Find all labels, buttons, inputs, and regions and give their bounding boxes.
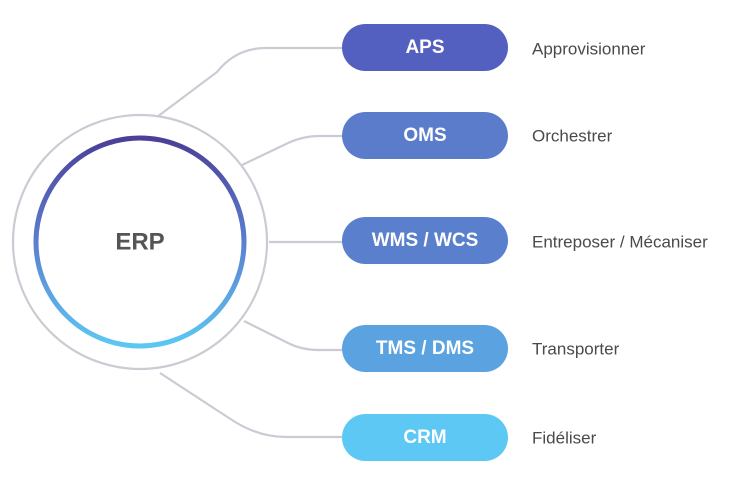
module-description: Fidéliser [532, 429, 597, 448]
connector-4 [159, 372, 342, 439]
module-aps: APS Approvisionner [342, 24, 646, 71]
module-tms-dms: TMS / DMS Transporter [342, 325, 620, 372]
connector-3 [243, 320, 342, 352]
module-pill[interactable] [342, 414, 508, 461]
module-crm: CRM Fidéliser [342, 414, 597, 461]
module-pill[interactable] [342, 24, 508, 71]
module-pill[interactable] [342, 325, 508, 372]
module-description: Approvisionner [532, 40, 646, 59]
connector-1 [241, 134, 342, 166]
erp-hub: ERP [11, 113, 269, 371]
connectors [156, 46, 342, 439]
module-label: WMS / WCS [372, 230, 479, 251]
connector-0 [156, 46, 342, 118]
module-list: APS Approvisionner OMS Orchestrer WMS / … [342, 24, 708, 461]
module-pill[interactable] [342, 112, 508, 159]
module-label: CRM [403, 427, 446, 448]
module-label: OMS [403, 125, 446, 146]
module-description: Transporter [532, 340, 620, 359]
erp-label: ERP [115, 229, 164, 256]
module-pill[interactable] [342, 217, 508, 264]
gradient-ring [33, 135, 247, 349]
module-description: Orchestrer [532, 127, 613, 146]
module-label: TMS / DMS [376, 338, 474, 359]
module-wms-wcs: WMS / WCS Entreposer / Mécaniser [342, 217, 708, 264]
module-description: Entreposer / Mécaniser [532, 233, 708, 252]
module-oms: OMS Orchestrer [342, 112, 613, 159]
module-label: APS [405, 37, 444, 58]
